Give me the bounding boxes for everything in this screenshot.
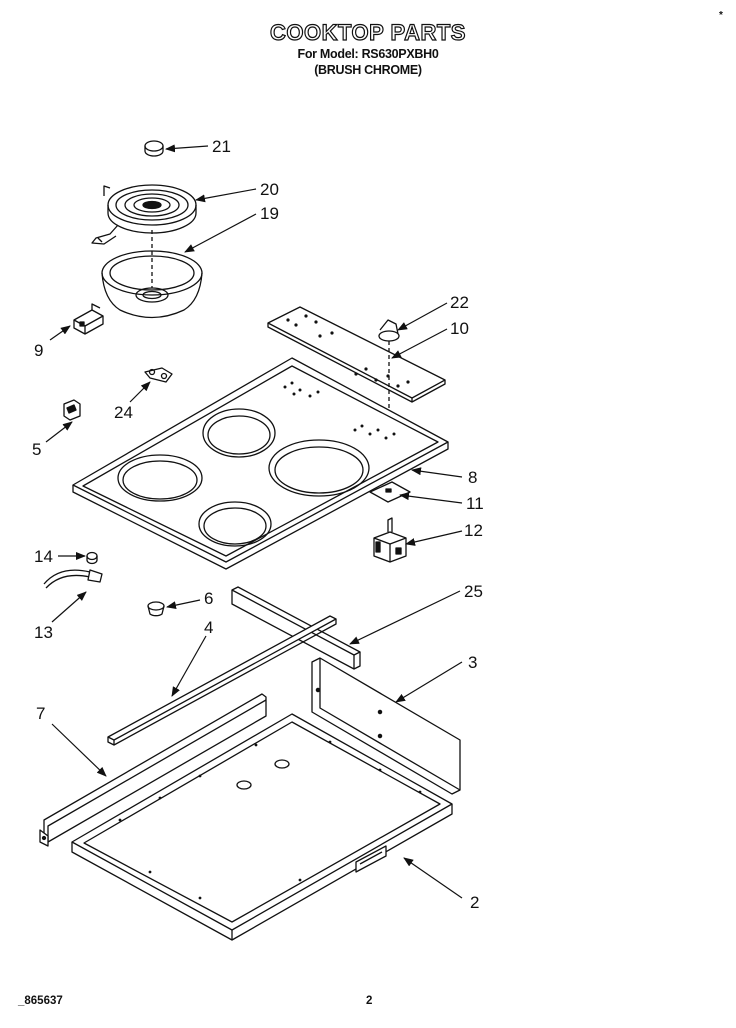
callout-12: 12 bbox=[464, 521, 483, 540]
page-number: 2 bbox=[366, 995, 373, 1007]
callout-4: 4 bbox=[204, 618, 213, 637]
part-knob-cap bbox=[144, 140, 164, 157]
part-infinite-switch bbox=[373, 517, 407, 563]
part-grommet bbox=[86, 551, 98, 565]
callout-19: 19 bbox=[260, 204, 279, 223]
part-control-panel bbox=[267, 306, 446, 403]
part-control-knob bbox=[378, 319, 400, 440]
page-title: COOKTOP PARTS bbox=[269, 19, 466, 45]
callout-21: 21 bbox=[212, 137, 231, 156]
part-trim-strip bbox=[231, 586, 361, 670]
callout-10: 10 bbox=[450, 319, 469, 338]
leader-lines bbox=[45, 144, 463, 899]
callout-3: 3 bbox=[468, 653, 477, 672]
part-switch-bracket bbox=[369, 481, 411, 503]
model-line: For Model: RS630PXBH0 bbox=[297, 47, 439, 61]
footer-code: _865637 bbox=[18, 995, 63, 1007]
callout-14: 14 bbox=[34, 547, 53, 566]
callout-2: 2 bbox=[470, 893, 479, 912]
part-clip bbox=[144, 367, 173, 383]
part-bottom-pan bbox=[71, 713, 453, 941]
part-wire-harness bbox=[43, 569, 103, 589]
part-rail bbox=[107, 615, 337, 746]
part-terminal-block bbox=[73, 303, 104, 335]
callout-labels: 21 20 19 9 22 10 24 5 8 11 12 14 13 6 25… bbox=[32, 137, 484, 912]
callout-11: 11 bbox=[466, 494, 484, 513]
part-back-panel bbox=[311, 657, 461, 795]
callout-22: 22 bbox=[450, 293, 469, 312]
callout-9: 9 bbox=[34, 341, 43, 360]
finish-line: (BRUSH CHROME) bbox=[314, 63, 422, 77]
part-drip-bowl bbox=[101, 230, 203, 319]
part-surface-element bbox=[91, 184, 197, 245]
callout-13: 13 bbox=[34, 623, 53, 642]
callout-25: 25 bbox=[464, 582, 483, 601]
corner-mark: * bbox=[719, 10, 723, 21]
callout-24: 24 bbox=[114, 403, 133, 422]
part-foot bbox=[147, 601, 165, 617]
callout-5: 5 bbox=[32, 440, 41, 459]
callout-6: 6 bbox=[204, 589, 213, 608]
callout-20: 20 bbox=[260, 180, 279, 199]
callout-8: 8 bbox=[468, 468, 477, 487]
callout-7: 7 bbox=[36, 704, 45, 723]
part-cooktop-top bbox=[72, 357, 449, 570]
part-bracket bbox=[63, 399, 81, 421]
part-front-panel bbox=[39, 693, 267, 847]
